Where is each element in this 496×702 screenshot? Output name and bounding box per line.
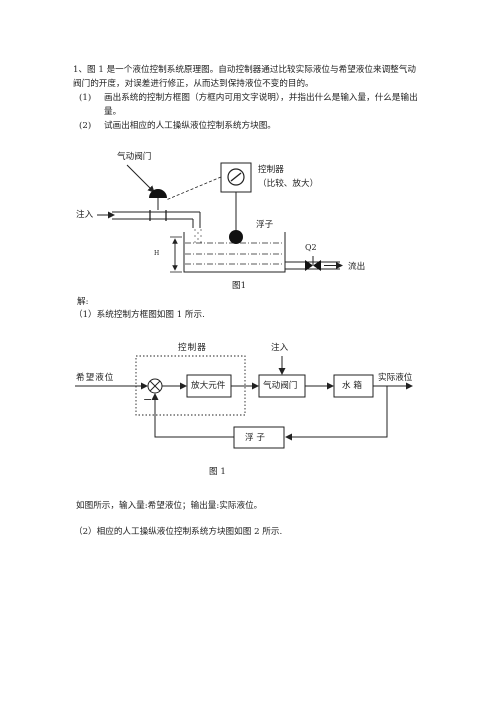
- inflow-water-dots: [194, 229, 202, 243]
- question-2-text: 试画出相应的人工操纵液位控制系统方块图。: [104, 121, 276, 131]
- float-ball: [229, 230, 243, 244]
- controller-gauge-icon: [227, 168, 245, 186]
- minus-sign: −: [143, 393, 153, 406]
- block-diagram-caption: 图 1: [209, 467, 226, 477]
- amplifier-label: 放大元件: [191, 381, 226, 391]
- controller-sub-label: （比较、放大）: [258, 179, 319, 189]
- input-label: 希望液位: [76, 373, 115, 383]
- outflow-label: 流出: [348, 262, 366, 272]
- question-2-number: (2): [79, 121, 92, 131]
- answer-io-line: 如图所示，输入量:希望液位；输出量:实际液位。: [76, 501, 263, 511]
- float-block-label: 浮 子: [245, 433, 265, 443]
- controller-label: 控制器: [258, 165, 284, 175]
- solution-part1: （1）系统控制方框图如图 1 所示.: [74, 310, 205, 320]
- question-1-number: (1): [79, 93, 92, 103]
- float-label: 浮子: [256, 220, 274, 230]
- q2-label: Q2: [305, 243, 317, 252]
- inject-label: 注入: [271, 343, 289, 353]
- inflow-label: 注入: [76, 210, 94, 220]
- question-1-line1: 画出系统的控制方框图（方框内可用文字说明），并指出什么是输入量，什么是输出: [104, 93, 418, 103]
- output-label: 实际液位: [378, 373, 413, 383]
- height-label: H: [154, 250, 160, 257]
- controller-box: [220, 162, 252, 193]
- tank-label: 水 箱: [342, 381, 362, 391]
- feedback-line-left: [151, 393, 234, 438]
- answer-part2: （2）相应的人工操纵液位控制系统方块图如图 2 所示.: [74, 527, 283, 537]
- problem-intro-line2: 阀门的开度，对误差进行修正，从而达到保持液位不变的目的。: [73, 79, 314, 89]
- solution-heading: 解:: [77, 297, 89, 307]
- problem-intro-line1: 1、图 1 是一个液位控制系统原理图。自动控制器通过比较实际液位与希望液位来调整…: [73, 65, 416, 75]
- valve-pointer-arrow: [126, 164, 155, 193]
- valve-block-label: 气动阀门: [263, 381, 298, 391]
- question-1-line2: 量。: [104, 107, 122, 117]
- valve-label: 气动阀门: [117, 152, 152, 162]
- valve-actuator: [149, 189, 167, 198]
- figure1-caption: 图1: [232, 281, 247, 291]
- water-tank: [183, 232, 286, 273]
- outflow-valve: [305, 260, 321, 271]
- controller-group-label: 控制器: [178, 343, 207, 353]
- feedback-line-right: [285, 386, 388, 441]
